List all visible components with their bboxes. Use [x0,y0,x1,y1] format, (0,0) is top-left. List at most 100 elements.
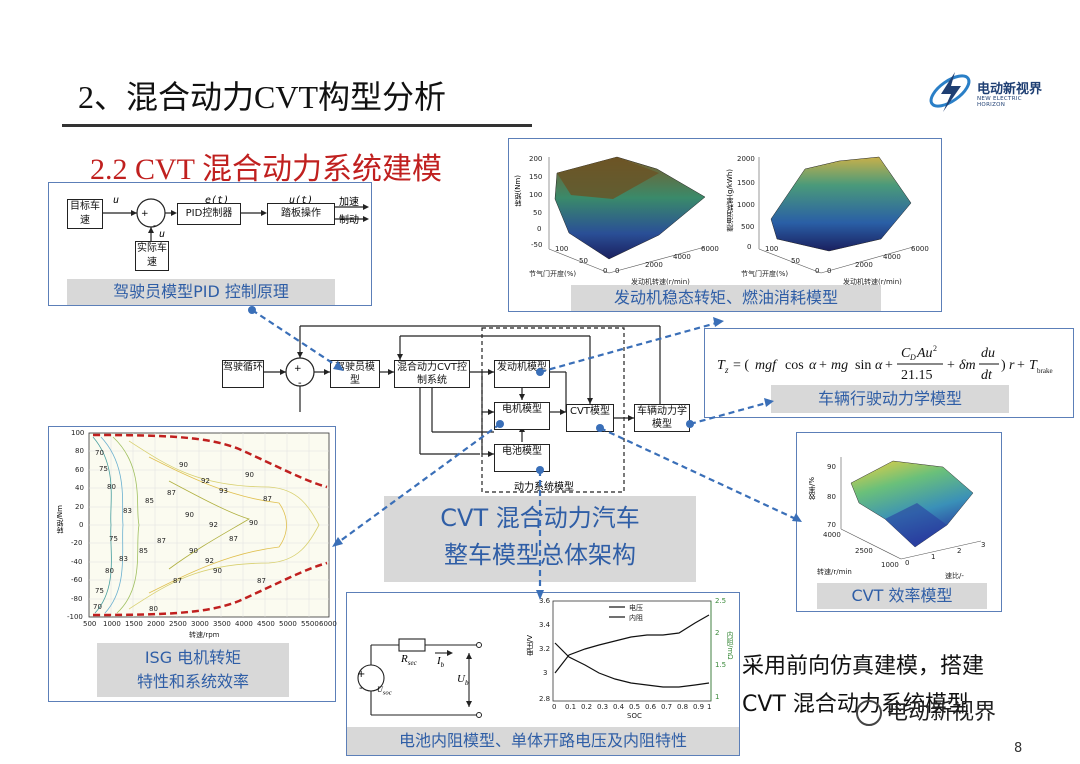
cvt-eff-xtick: 1000 [881,561,899,569]
isg-contour-label: 87 [157,537,166,545]
engine-panel: 转矩(Nm) 200 150 100 50 0 -50 100 50 0 0 2… [508,138,942,312]
pedal-block: 踏板操作 [267,203,335,225]
legend-voltage: 电压 [629,604,643,612]
accel-label: 加速 [339,197,359,208]
cvt-eff-xlabel: 转速/r/min [817,568,852,576]
isg-xtick: 3500 [213,620,231,628]
source-label: Usoc [377,685,392,697]
system-sum-plus: + [294,364,302,374]
engine-right-xlabel: 节气门开度(%) [741,270,789,278]
svg-text:D: D [909,353,916,362]
cvt-model-block: CVT模型 [566,404,614,432]
slide-subtitle: 2.2 CVT 混合动力系统建模 [90,153,442,186]
target-speed-block: 目标车速 [67,199,103,229]
svg-text:+: + [947,358,955,373]
engine-fuel-ztick: 500 [741,223,755,231]
engine-fuel-ztick: 1500 [737,179,755,187]
engine-left-xtick: 50 [579,257,588,265]
engine-torque-ztick: 200 [529,155,543,163]
engine-fuel-ztick: 0 [747,243,752,251]
isg-xlabel: 转速/rpm [189,631,220,639]
battery-left-tick: 3.2 [539,645,551,653]
battery-right-tick: 1 [715,693,720,701]
svg-text:brake: brake [1037,367,1053,375]
engine-torque-ztick: -50 [531,241,543,249]
isg-contour-label: 85 [145,497,154,505]
slide-title: 2、混合动力CVT构型分析 [78,79,447,115]
isg-contour-label: 83 [123,507,132,515]
brake-label: 制动 [339,215,359,226]
engine-left-ylabel: 发动机转速(r/min) [631,278,690,286]
svg-text:21.15: 21.15 [901,368,933,383]
system-sum-minus: - [298,378,302,389]
isg-contour-label: 70 [93,603,102,611]
signal-e-t: e(t) [205,195,230,206]
pid-controller-block: PID控制器 [177,203,241,225]
isg-xtick: 2500 [169,620,187,628]
battery-resistance-ylabel: 内阻/mΩ [726,631,734,660]
modeling-note: 采用前向仿真建模，搭建 CVT 混合动力系统模型 [742,648,1072,724]
svg-text:+: + [1017,358,1025,373]
cvt-eff-ytick: 1 [931,553,936,561]
powertrain-label: 动力系统模型 [514,482,574,493]
pid-loop-lines [103,198,369,241]
isg-contour-plot [88,432,330,618]
engine-right-xtick: 0 [815,267,820,275]
isg-contour-label: 90 [185,511,194,519]
battery-xtick: 0.5 [629,703,641,711]
isg-contour-label: 87 [229,535,238,543]
wechat-watermark: 电动新视界 [856,694,996,726]
svg-text:+: + [885,358,893,373]
pid-panel: 目标车速 u + - e(t) PID控制器 u(t) 踏板操作 加速 制动 u… [48,182,372,306]
battery-left-tick: 2.8 [539,695,551,703]
resistor-sub: sec [407,659,417,668]
engine-right-xtick: 50 [791,257,800,265]
battery-circuit-and-plot [357,600,712,718]
drive-cycle-block: 驾驶循环 [222,360,264,388]
logo-tagline: NEW ELECTRIC HORIZON [977,96,1022,108]
svg-text:du: du [981,346,995,361]
isg-ytick: 100 [71,429,85,437]
isg-xtick: 6000 [319,620,337,628]
source-minus: - [359,683,363,694]
source-u: U [377,685,383,694]
isg-contour-label: 80 [105,567,114,575]
engine-torque-ztick: 150 [529,173,543,181]
battery-left-tick: 3 [543,669,548,677]
svg-text:mg: mg [831,358,848,373]
isg-ytick: 40 [75,484,84,492]
isg-xtick: 2000 [147,620,165,628]
cvt-eff-xtick: 2500 [855,547,873,555]
battery-right-tick: 2.5 [715,597,727,605]
terminal-voltage-label: Ub [457,673,468,687]
svg-text:+: + [819,358,827,373]
system-diagram-lines [264,325,661,493]
engine-right-ytick: 2000 [855,261,873,269]
dynamics-caption: 车辆行驶动力学模型 [771,385,1009,413]
isg-contour-label: 75 [95,587,104,595]
cvt-eff-ztick: 70 [827,521,836,529]
svg-text:cos: cos [785,358,804,373]
battery-left-tick: 3.6 [539,597,551,605]
isg-contour-label: 75 [99,465,108,473]
isg-contour-label: 87 [257,577,266,585]
engine-left-xtick: 0 [603,267,608,275]
isg-ytick: -80 [71,595,83,603]
engine-fuel-ztick: 2000 [737,155,755,163]
engine-right-xtick: 100 [765,245,779,253]
battery-xtick: 1 [707,703,712,711]
svg-text:α: α [809,358,817,373]
isg-contour-label: 90 [179,461,188,469]
svg-text:sin: sin [855,358,871,373]
isg-xtick: 5000 [279,620,297,628]
isg-ytick: 60 [75,466,84,474]
cvt-efficiency-surface [840,457,982,560]
cvt-efficiency-panel: 效率/% 90 80 70 1000 2500 4000 0 1 2 3 转速/… [796,432,1002,612]
isg-ytick: 20 [75,503,84,511]
engine-left-xlabel: 节气门开度(%) [529,270,577,278]
brand-logo: 电动新视界 NEW ELECTRIC HORIZON [925,62,1050,122]
engine-torque-ztick: 50 [533,209,542,217]
note-line2: CVT 混合动力系统模型 [742,692,969,717]
